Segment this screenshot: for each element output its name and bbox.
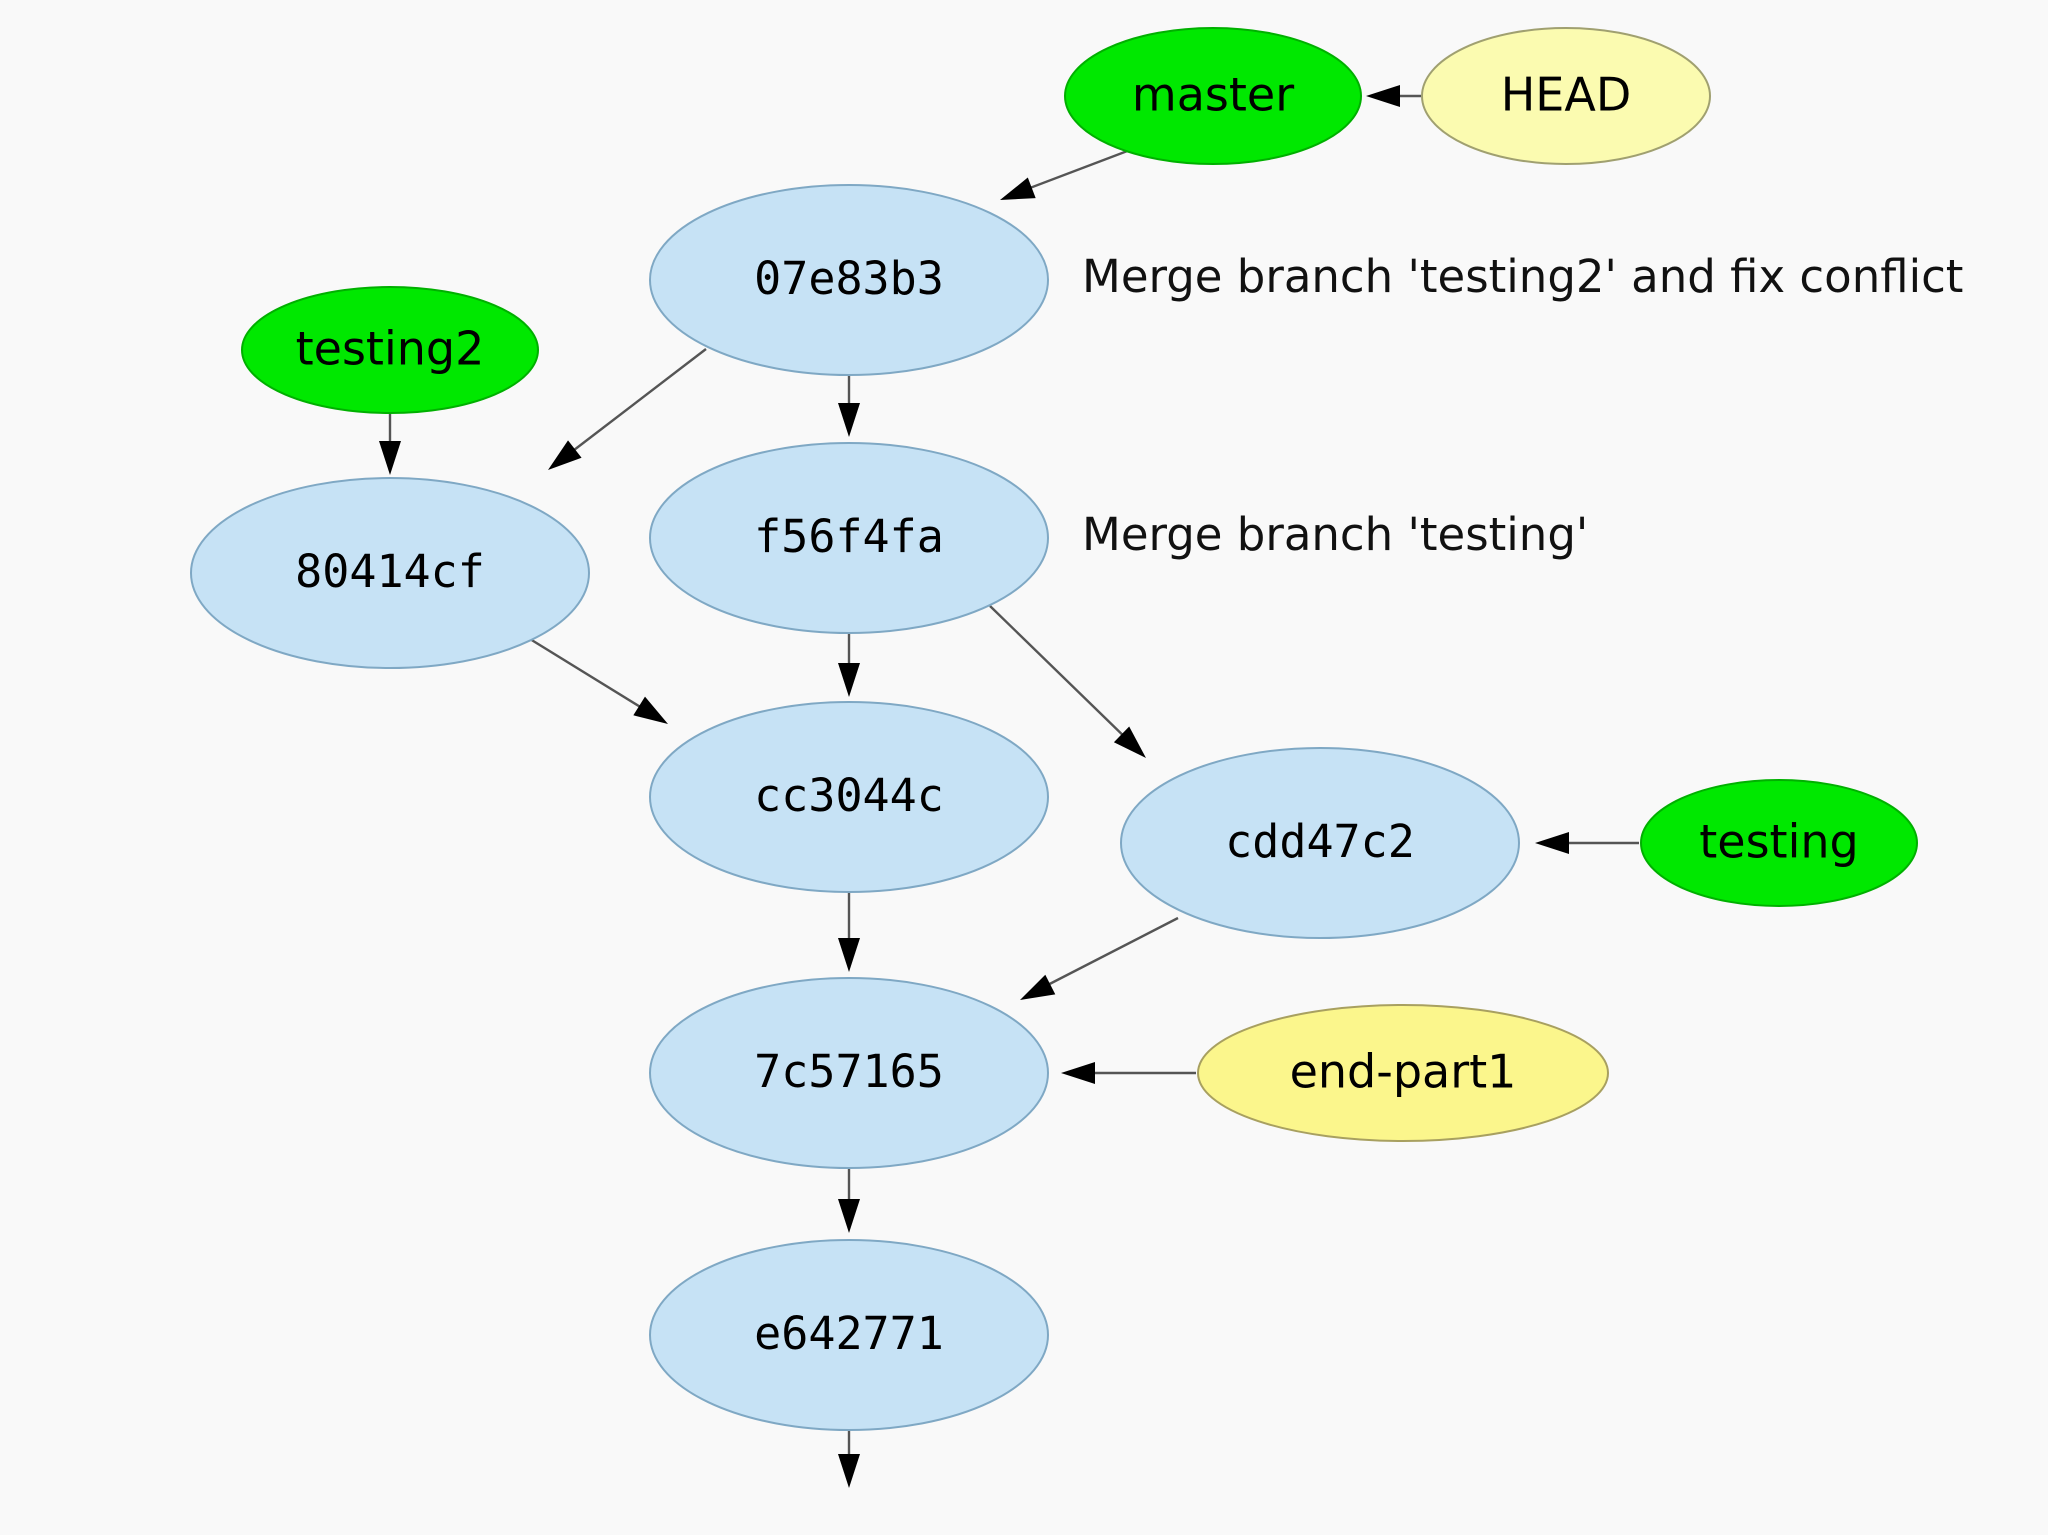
node-label: cdd47c2 xyxy=(1225,815,1415,868)
node-layer: master HEAD 07e83b3 testing2 80414cf f56f4fa c… xyxy=(190,27,1918,1431)
graph-node-head[interactable]: HEAD xyxy=(1421,27,1711,165)
graph-node-testing2[interactable]: testing2 xyxy=(241,286,539,414)
edge-arrowhead xyxy=(379,441,401,475)
commit-ellipse[interactable] xyxy=(190,477,590,669)
node-label: f56f4fa xyxy=(754,510,944,563)
graph-node-ce642771[interactable]: e642771 xyxy=(649,1239,1049,1431)
edge-line xyxy=(1013,148,1131,196)
edge-arrowhead xyxy=(838,403,860,437)
edge-arrowhead xyxy=(838,663,860,697)
graph-node-cf56f4fa[interactable]: f56f4fa xyxy=(649,442,1049,634)
graph-edge xyxy=(838,1169,860,1233)
edge-arrowhead xyxy=(838,1454,860,1488)
graph-edge xyxy=(1535,832,1639,854)
branch-ellipse[interactable] xyxy=(1640,779,1918,907)
edge-arrowhead xyxy=(1061,1062,1095,1084)
graph-node-c80414cf[interactable]: 80414cf xyxy=(190,477,590,669)
tag-ellipse[interactable] xyxy=(1197,1004,1609,1142)
commit-message-msg-07e83b3: Merge branch 'testing2' and fix conflict xyxy=(1082,250,1963,303)
graph-node-ccdd47c2[interactable]: cdd47c2 xyxy=(1120,747,1520,939)
commit-ellipse[interactable] xyxy=(649,701,1049,893)
edge-line xyxy=(989,605,1135,747)
commit-ellipse[interactable] xyxy=(649,977,1049,1169)
edge-arrowhead xyxy=(838,938,860,972)
commit-ellipse[interactable] xyxy=(1120,747,1520,939)
edge-arrowhead xyxy=(1020,974,1056,1000)
node-label: testing2 xyxy=(296,322,485,376)
graph-edge xyxy=(1366,85,1421,107)
node-label: HEAD xyxy=(1501,68,1632,122)
edge-arrowhead xyxy=(633,696,668,724)
edge-arrowhead xyxy=(1113,726,1146,758)
head-ellipse[interactable] xyxy=(1421,27,1711,165)
node-label: testing xyxy=(1699,815,1858,869)
graph-node-master[interactable]: master xyxy=(1064,27,1362,165)
node-label: 07e83b3 xyxy=(754,252,944,305)
graph-edge xyxy=(1061,1062,1196,1084)
graph-node-endpart1[interactable]: end-part1 xyxy=(1197,1004,1609,1142)
edge-line xyxy=(1033,916,1179,994)
commit-ellipse[interactable] xyxy=(649,184,1049,376)
annotation-layer: Merge branch 'testing2' and fix conflict… xyxy=(1082,250,1963,561)
graph-node-c07e83b3[interactable]: 07e83b3 xyxy=(649,184,1049,376)
node-label: end-part1 xyxy=(1290,1045,1517,1099)
node-label: master xyxy=(1132,68,1294,122)
graph-node-testing[interactable]: testing xyxy=(1640,779,1918,907)
commit-ellipse[interactable] xyxy=(649,442,1049,634)
graph-edge xyxy=(838,893,860,972)
node-label: e642771 xyxy=(754,1307,944,1360)
edge-arrowhead xyxy=(1366,85,1400,107)
graph-edge xyxy=(548,348,707,470)
node-label: 80414cf xyxy=(295,545,485,598)
graph-edge xyxy=(1000,148,1131,200)
edge-arrowhead xyxy=(1000,177,1036,200)
graph-node-c7c57165[interactable]: 7c57165 xyxy=(649,977,1049,1169)
edge-layer xyxy=(379,85,1639,1488)
branch-ellipse[interactable] xyxy=(1064,27,1362,165)
edge-arrowhead xyxy=(838,1199,860,1233)
commit-ellipse[interactable] xyxy=(649,1239,1049,1431)
graph-edge xyxy=(989,605,1146,758)
branch-ellipse[interactable] xyxy=(241,286,539,414)
node-label: cc3044c xyxy=(754,769,944,822)
graph-edge xyxy=(838,376,860,437)
graph-node-ccc3044c[interactable]: cc3044c xyxy=(649,701,1049,893)
graph-edge xyxy=(379,414,401,475)
graph-edge xyxy=(529,637,668,724)
graph-edge xyxy=(838,1431,860,1488)
graph-edge xyxy=(1020,916,1179,1000)
edge-arrowhead xyxy=(548,440,582,470)
edge-line xyxy=(560,348,707,461)
edge-line xyxy=(529,637,656,718)
edge-arrowhead xyxy=(1535,832,1569,854)
node-label: 7c57165 xyxy=(754,1045,944,1098)
graph-edge xyxy=(838,634,860,697)
commit-message-msg-f56f4fa: Merge branch 'testing' xyxy=(1082,508,1588,561)
